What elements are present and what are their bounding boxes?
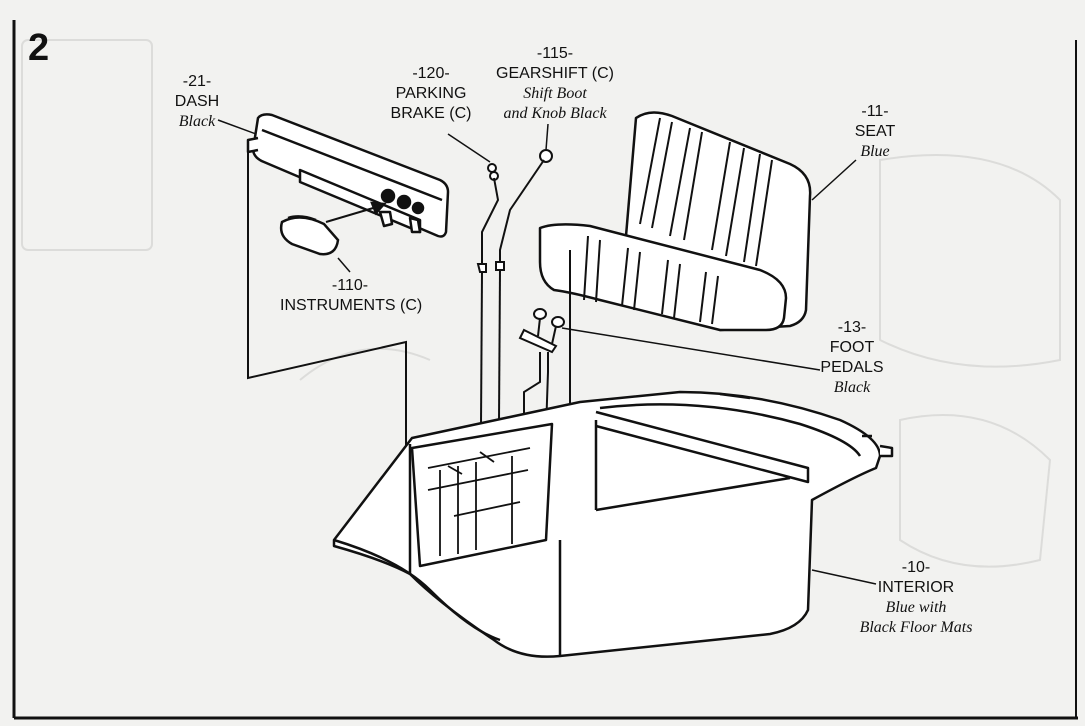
foot-pedals-color: Black [833, 379, 871, 396]
parking-brake-part-number: -120- [412, 65, 450, 82]
foot-pedals-name-line2: PEDALS [820, 359, 884, 376]
seat-part-number: -11- [861, 103, 889, 120]
dash-color: Black [178, 113, 216, 130]
seat-label: -11- SEAT Blue [840, 102, 910, 162]
interior-tub-part [332, 390, 894, 658]
dash-leader [217, 119, 257, 135]
interior-leader [811, 569, 877, 585]
seat-color: Blue [860, 143, 890, 160]
foot-pedals-leader [561, 327, 821, 371]
gearshift-part-number: -115- [536, 45, 574, 62]
parking-brake-name-line1: PARKING [395, 85, 467, 102]
foot-pedals-label: -13- FOOT PEDALS Black [812, 318, 892, 398]
gearshift-part-name: GEARSHIFT (C) [496, 65, 614, 82]
bleed-through-ghost [21, 39, 1061, 568]
instruments-leader [337, 257, 351, 273]
instruments-label: -110- INSTRUMENTS (C) [280, 276, 423, 316]
gearshift-color-line1: Shift Boot [523, 85, 587, 102]
parking-brake-name-line2: BRAKE (C) [390, 105, 472, 122]
parking-brake-label: -120- PARKING BRAKE (C) [386, 64, 476, 124]
dash-part-number: -21- [182, 73, 212, 90]
foot-pedals-part [518, 308, 565, 354]
interior-part-number: -10- [901, 559, 931, 576]
instruments-part [279, 201, 387, 256]
seat-leader [811, 159, 857, 201]
dash-part-name: DASH [174, 93, 220, 110]
gearshift-label: -115- GEARSHIFT (C) Shift Boot and Knob … [490, 44, 620, 124]
leader-lines [217, 119, 877, 585]
interior-part-name: INTERIOR [877, 579, 955, 596]
dash-part [246, 113, 450, 238]
seat-part-name: SEAT [854, 123, 896, 140]
instruments-part-name: INSTRUMENTS (C) [280, 297, 423, 314]
interior-label: -10- INTERIOR Blue with Black Floor Mats [848, 558, 984, 638]
parking-brake-leader [447, 133, 491, 163]
foot-pedals-part-number: -13- [837, 319, 867, 336]
interior-color-line2: Black Floor Mats [859, 619, 973, 636]
gearshift-color-line2: and Knob Black [503, 105, 607, 122]
instruments-part-number: -110- [331, 277, 369, 294]
foot-pedals-name-line1: FOOT [829, 339, 875, 356]
gearshift-leader [545, 123, 549, 151]
step-number: 2 [28, 27, 50, 69]
seat-part [538, 111, 812, 332]
interior-color-line1: Blue with [885, 599, 947, 616]
dash-label: -21- DASH Black [162, 72, 232, 132]
